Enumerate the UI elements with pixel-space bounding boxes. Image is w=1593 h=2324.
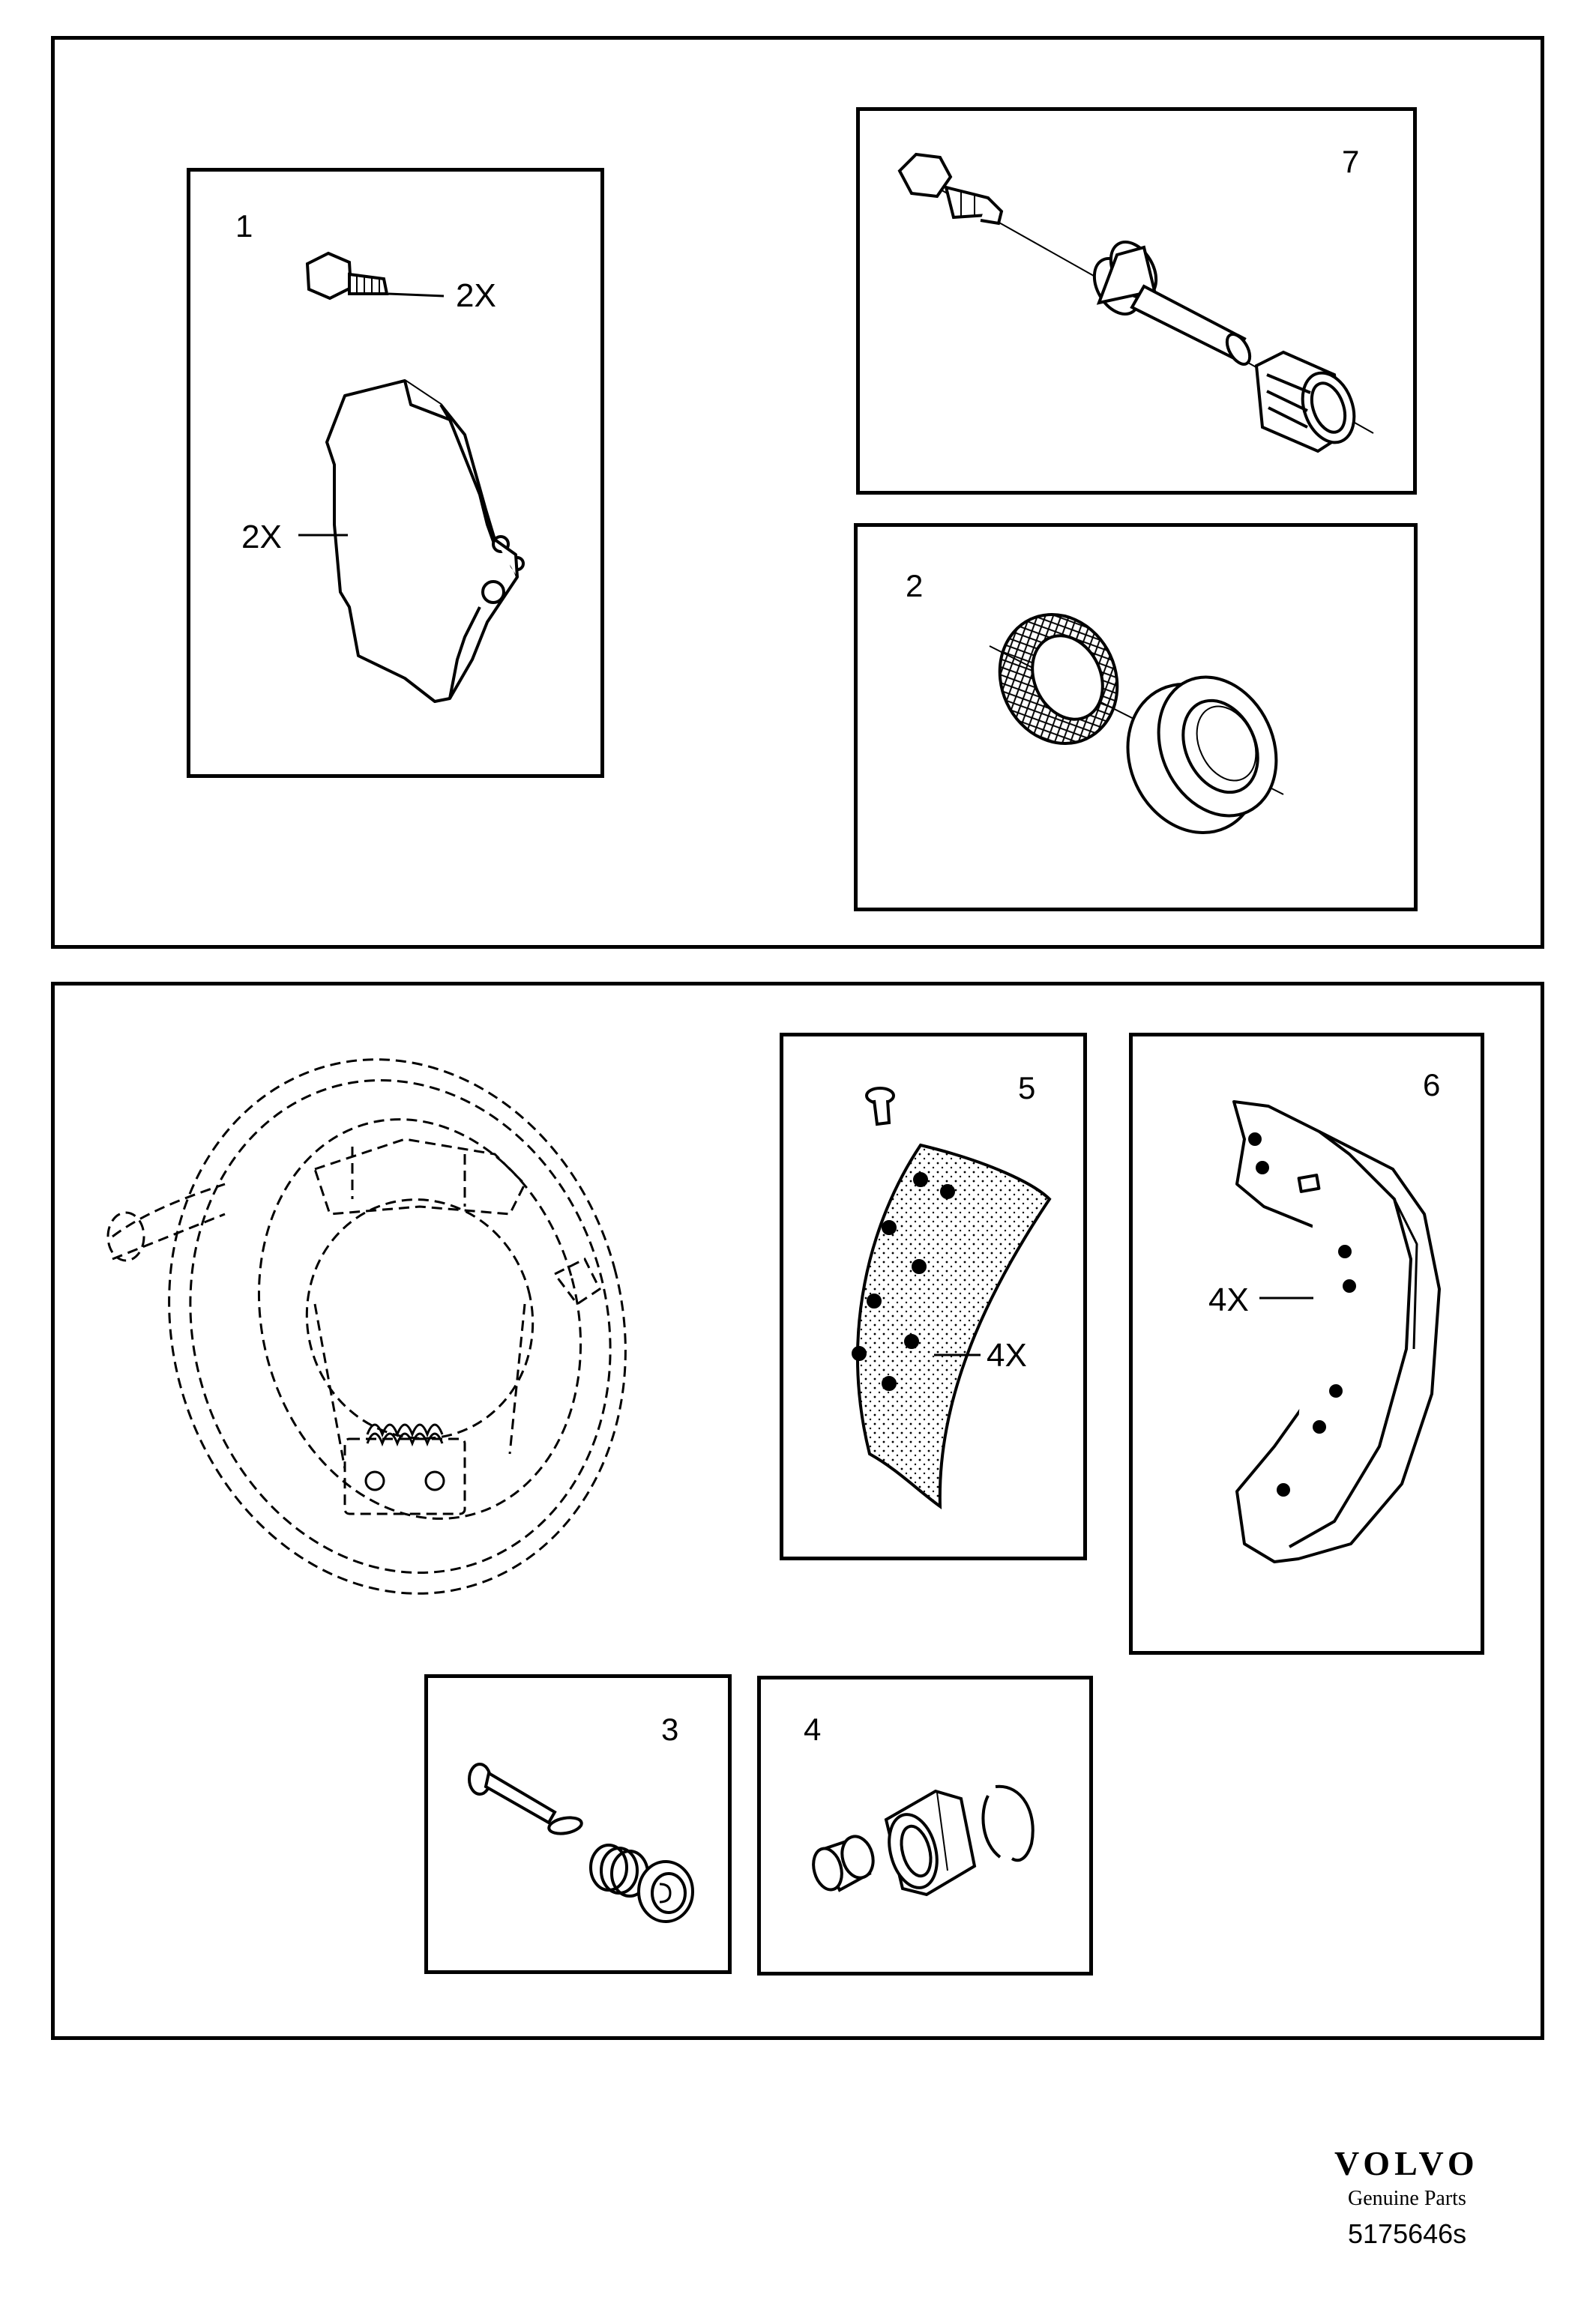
wheel-cylinder-boot-icon: [884, 1789, 977, 1897]
kit-1-pad-qty: 2X: [241, 519, 282, 555]
guide-pin-bolt-icon: [897, 152, 1004, 226]
bushing-icon: [1092, 241, 1158, 316]
brake-shoe-icon: [1232, 1100, 1441, 1563]
bolt-icon: [305, 251, 389, 301]
snap-ring-icon: [981, 1784, 1035, 1862]
kit-1-bolt-qty: 2X: [456, 277, 496, 314]
kit-1-bolt-leader: [388, 292, 445, 298]
hold-down-pin-icon: [468, 1763, 583, 1835]
kit-1-number: 1: [235, 208, 253, 244]
boot-icon: [1254, 350, 1356, 453]
kit-5-lining-qty: 4X: [987, 1337, 1027, 1374]
kit-2-number: 2: [906, 568, 924, 603]
guide-pin-icon: [1130, 284, 1252, 366]
kit-6-shoe-qty: 4X: [1208, 1282, 1249, 1318]
footer-tagline: Genuine Parts: [1348, 2187, 1466, 2210]
brake-pad-icon: [325, 379, 525, 703]
piston-seal-icon: [1126, 675, 1278, 835]
brake-lining-icon: [852, 1143, 1052, 1509]
kit-3-number: 3: [661, 1712, 679, 1747]
kit-4-number: 4: [804, 1712, 822, 1747]
spring-icon: [589, 1844, 649, 1898]
part-number: 5175646s: [1348, 2218, 1467, 2249]
dust-seal-icon: [998, 613, 1119, 745]
rivet-icon: [865, 1087, 895, 1126]
kit-5-number: 5: [1018, 1070, 1036, 1105]
backing-plate-spring-icon: [364, 1423, 445, 1491]
kit-6-number: 6: [1423, 1067, 1441, 1102]
kit-7-number: 7: [1342, 144, 1360, 179]
retainer-cup-icon: [637, 1860, 694, 1923]
backing-plate-assembly-icon: [106, 1058, 627, 1595]
volvo-logo: VOLVO: [1334, 2144, 1479, 2182]
wheel-cylinder-piston-icon: [812, 1835, 875, 1892]
